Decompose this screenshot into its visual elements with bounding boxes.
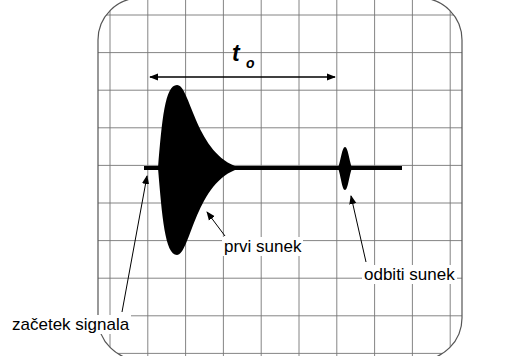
pulse-label: prvi sunek <box>222 237 303 256</box>
grid-line <box>98 315 462 316</box>
grid-line <box>261 0 262 356</box>
time-arrow <box>150 76 335 77</box>
start-label: začetek signala <box>10 315 131 334</box>
grid-line <box>98 52 462 53</box>
grid-line <box>110 0 111 356</box>
grid-line <box>412 0 413 356</box>
leader-line <box>207 212 225 236</box>
grid-line <box>98 127 462 128</box>
grid-line <box>299 0 300 356</box>
grid-line <box>374 0 375 356</box>
first-pulse <box>158 85 235 255</box>
grid-line <box>98 353 462 354</box>
time-subscript: o <box>246 56 255 70</box>
leader-line <box>122 176 147 312</box>
grid-line <box>147 0 148 356</box>
grid-line <box>98 90 462 91</box>
grid-line <box>98 165 462 166</box>
pulse-label: odbiti sunek <box>362 265 457 284</box>
grid <box>98 0 462 356</box>
grid-line <box>336 0 337 356</box>
grid-line <box>223 0 224 356</box>
leader-line <box>351 196 366 262</box>
reflected-pulse <box>338 147 352 190</box>
grid-line <box>98 203 462 204</box>
grid-line <box>98 15 462 16</box>
grid-line <box>450 0 451 356</box>
time-symbol: t <box>232 42 240 65</box>
screen-border <box>98 0 462 356</box>
